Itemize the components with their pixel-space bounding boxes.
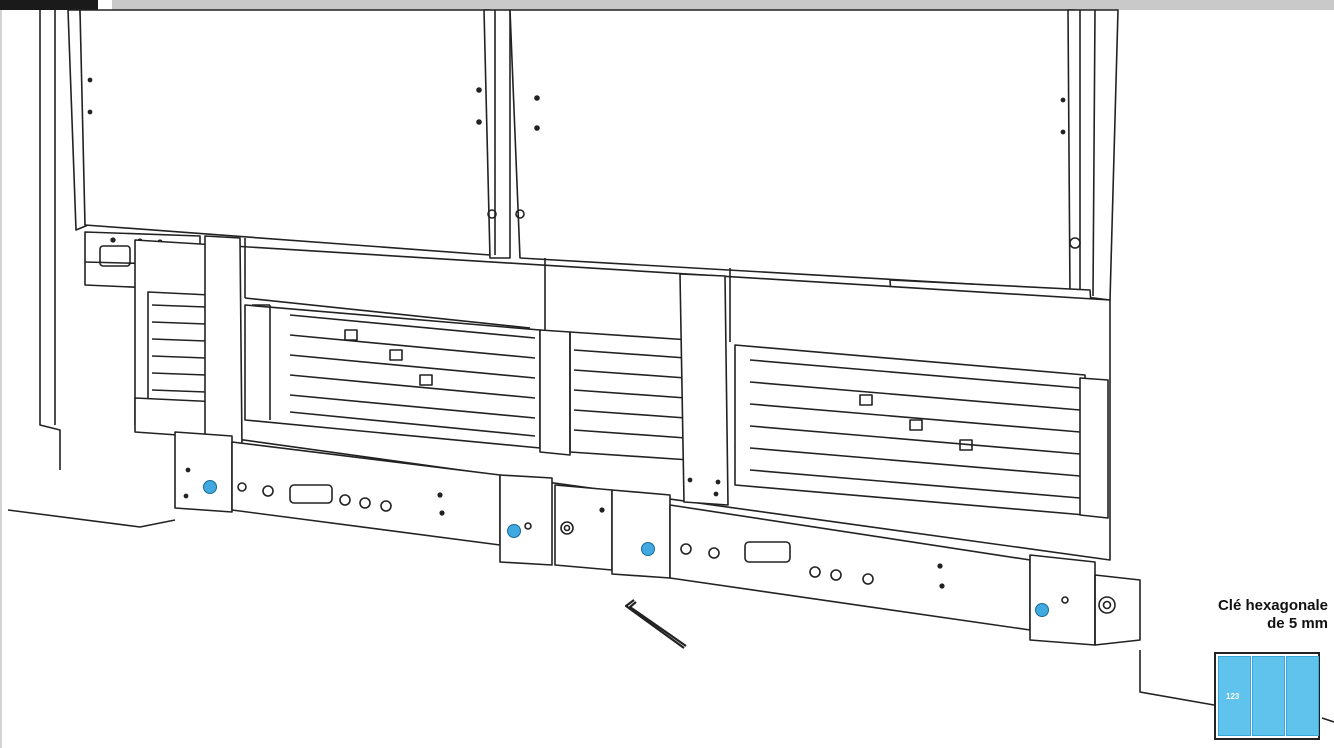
hex-key-icon <box>624 599 687 649</box>
left-border <box>0 10 2 748</box>
handle-center <box>539 329 571 456</box>
rail-bottom-right <box>669 504 1141 646</box>
hex-key-mark: 123 <box>1226 692 1240 701</box>
hex-key-swatch <box>1286 656 1319 736</box>
handle-left <box>204 235 243 449</box>
header-bar <box>112 0 1334 10</box>
hex-key-box-frame <box>1214 652 1320 740</box>
screw-highlight-icon <box>1035 603 1049 617</box>
upper-chassis-left <box>79 9 511 259</box>
tool-label-line2: de 5 mm <box>1267 615 1328 632</box>
handle-right <box>679 273 729 506</box>
screw-highlight-icon <box>203 480 217 494</box>
right-floor-edge <box>1139 650 1334 723</box>
rail-bottom-center <box>499 474 671 579</box>
drive-slot-left <box>134 291 221 439</box>
hex-key-swatch <box>1252 656 1285 736</box>
drive-bay-right <box>734 344 1109 519</box>
step-tab <box>0 0 98 10</box>
screw-highlight-icon <box>641 542 655 556</box>
screw-highlight-icon <box>507 524 521 538</box>
tool-label-line1: Clé hexagonale <box>1217 597 1328 614</box>
upper-chassis-right <box>509 9 1119 301</box>
screw-highlights <box>203 480 1049 617</box>
tool-label: Clé hexagonale de 5 mm <box>1218 597 1328 633</box>
hex-key-actual-size-box: 123 <box>1214 652 1320 740</box>
hex-key-swatch <box>1218 656 1251 736</box>
